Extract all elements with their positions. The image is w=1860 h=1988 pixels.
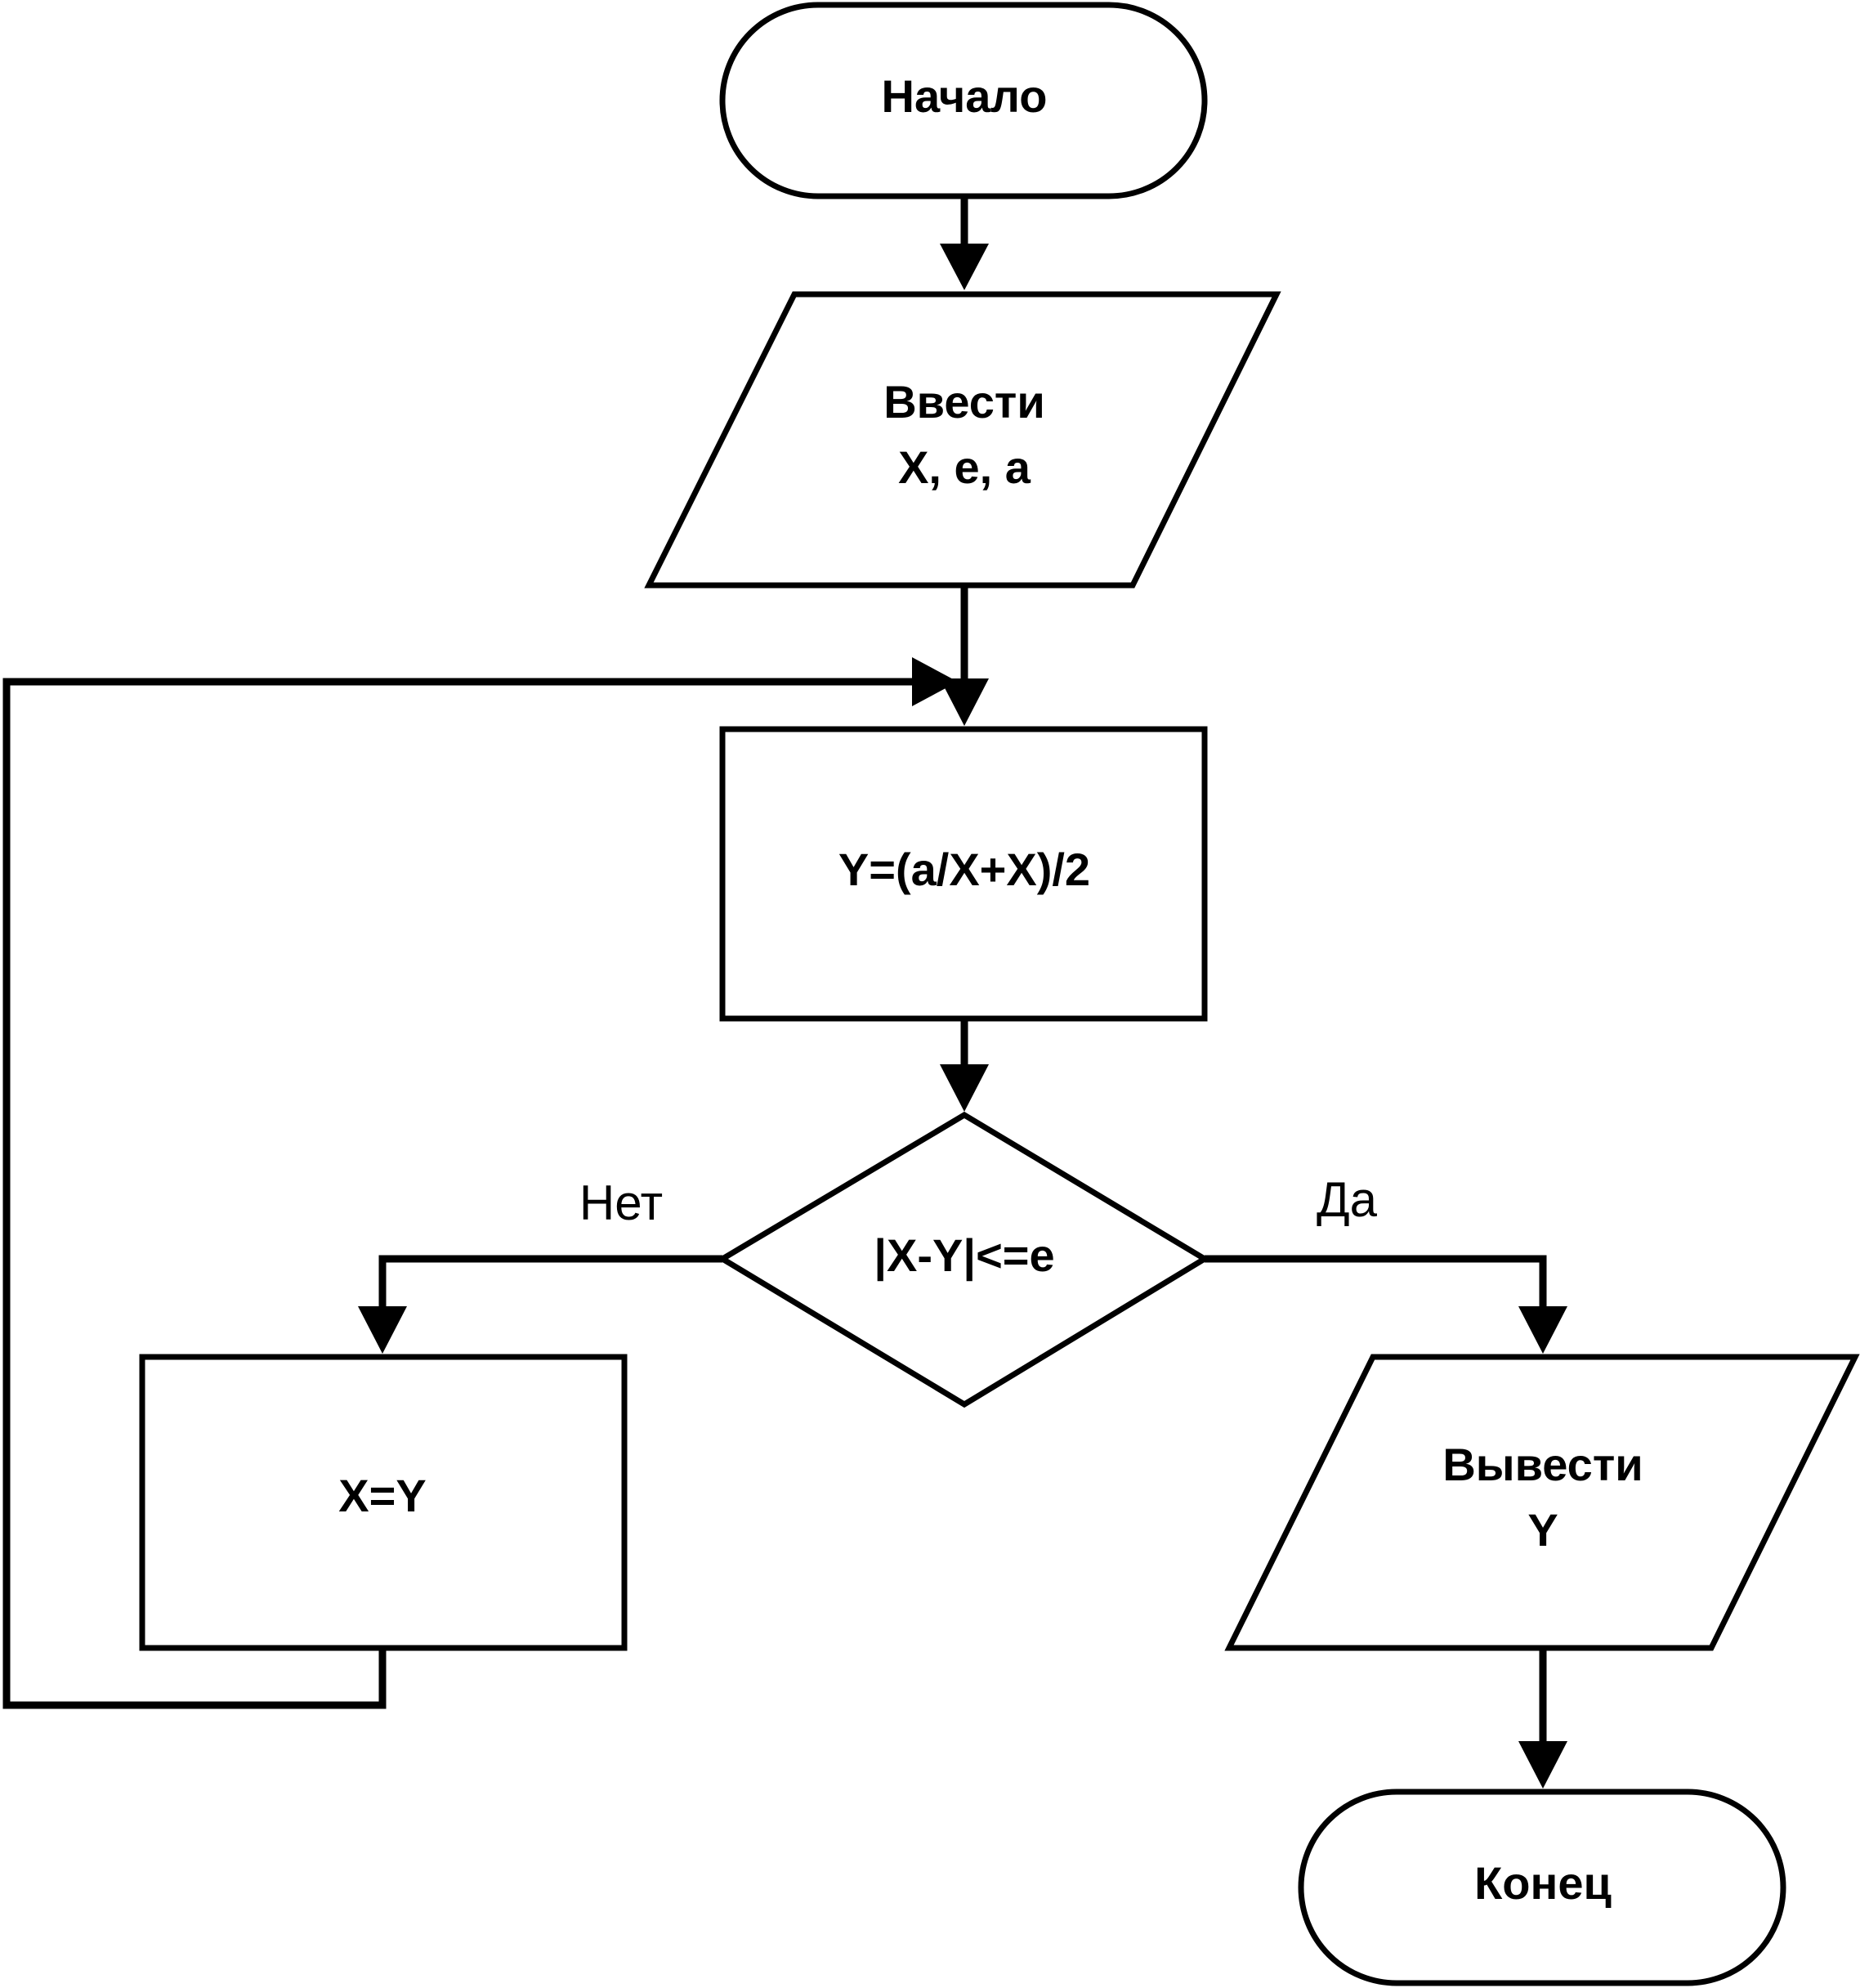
output-parallelogram xyxy=(1224,1354,1860,1651)
arrowhead-assign xyxy=(358,1306,407,1354)
input-label-line2: X, e, a xyxy=(898,441,1031,493)
output-label-line2: Y xyxy=(1527,1504,1558,1556)
arrowhead-loop xyxy=(912,657,958,706)
branch-yes-label: Да xyxy=(1317,1172,1378,1227)
arrowhead-compute-top xyxy=(940,678,989,726)
input-parallelogram xyxy=(644,291,1281,589)
assign-process xyxy=(139,1354,628,1651)
start-terminator xyxy=(719,2,1208,199)
start-label: Начало xyxy=(882,70,1048,122)
output-label-line1: Вывести xyxy=(1442,1439,1643,1490)
edge-decision-no xyxy=(378,1255,722,1308)
arrowhead-end xyxy=(1518,1741,1567,1789)
branch-no-label: Нет xyxy=(579,1175,663,1230)
input-label-line1: Ввести xyxy=(883,376,1045,428)
compute-process xyxy=(719,726,1208,1022)
edge-decision-yes xyxy=(1205,1255,1547,1308)
arrowhead-decision xyxy=(940,1064,989,1112)
decision-label: |X-Y|<=e xyxy=(874,1229,1054,1282)
assign-label: X=Y xyxy=(338,1470,426,1521)
end-label: Конец xyxy=(1474,1857,1612,1909)
arrowhead-input xyxy=(940,244,989,290)
decision-diamond xyxy=(717,1111,1210,1408)
end-terminator xyxy=(1298,1789,1786,1986)
edge-loop-back xyxy=(2,678,914,1709)
arrowhead-output xyxy=(1518,1306,1567,1354)
compute-label: Y=(a/X+X)/2 xyxy=(838,844,1090,895)
